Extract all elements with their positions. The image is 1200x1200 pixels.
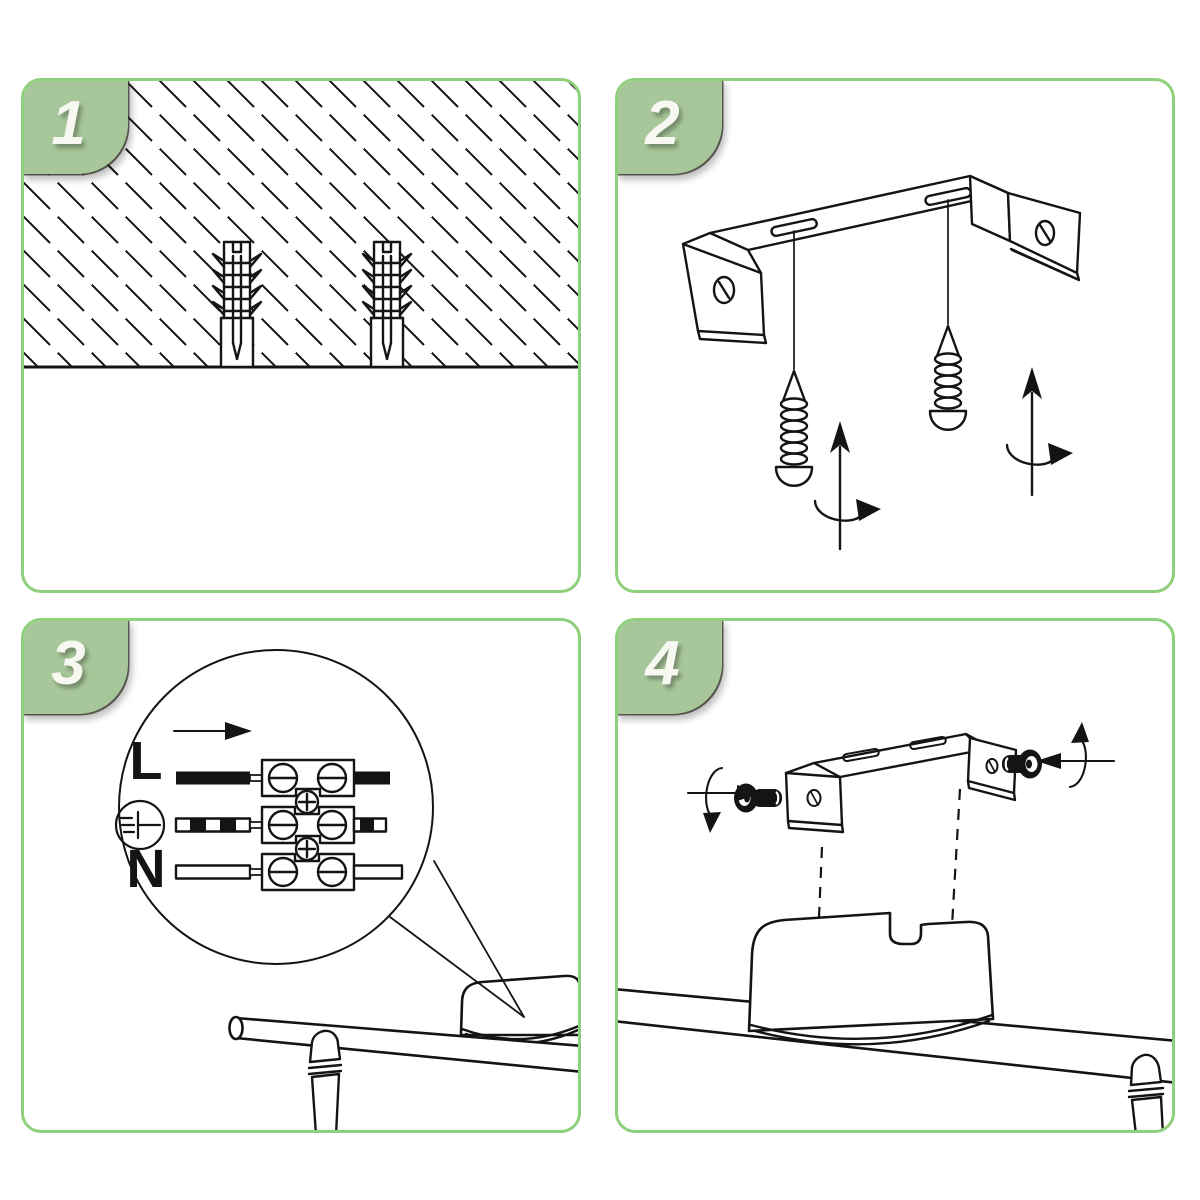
cross-screws [294,789,320,862]
mounting-bracket [681,174,1082,345]
screw-right [928,324,968,431]
wall-plug-right [361,240,413,369]
lamp-holder [307,1029,343,1130]
terminal-block [260,758,356,892]
step-number-badge: 2 [618,81,722,174]
neutral-wire [174,864,263,880]
arrow-right-icon [173,722,252,740]
step-number: 1 [51,88,86,158]
bracket-to-canopy-illustration [618,722,1172,1130]
step-panel-4: 4 [615,618,1175,1133]
step-number-badge: 4 [618,621,722,714]
step-panel-2: 2 [615,78,1175,593]
screw-left [774,369,814,487]
fixture-canopy [747,911,995,1046]
step-number-badge: 3 [24,621,128,714]
bracket-and-screws-illustration [681,174,1082,551]
line-wire-stub-right [354,771,390,785]
step-panel-1: 1 [21,78,581,593]
line-label: L [130,731,163,791]
step-number-badge: 1 [24,81,128,174]
step-panel-3: 3 L N [21,618,581,1133]
mounting-bracket [784,732,1018,834]
rotation-arrow-icon-left [686,766,762,833]
step-number: 4 [645,628,680,698]
alignment-leader-lines [793,199,949,370]
line-wire [176,771,263,785]
rotation-arrow-up-icon-right [1005,367,1073,497]
earth-ground-icon [114,799,166,851]
rotation-arrow-up-icon-left [813,421,881,551]
wall-plug-left [211,240,263,369]
step-number: 2 [645,88,680,158]
step-number: 3 [51,628,86,698]
earth-wire-stub-right [352,817,388,833]
neutral-label: N [127,839,166,899]
machine-screw-right [1002,749,1042,779]
magnifier-circle [118,649,525,1018]
earth-wire [174,817,263,833]
neutral-wire-stub-right [352,864,404,880]
fixture-bar [228,1015,578,1073]
terminal-screws [267,762,348,888]
dashed-alignment-lines [816,788,962,944]
lamp-holder [1127,1053,1165,1130]
wiring-detail-illustration: L N [114,649,578,1130]
rotation-arrow-icon-right [1036,722,1116,789]
